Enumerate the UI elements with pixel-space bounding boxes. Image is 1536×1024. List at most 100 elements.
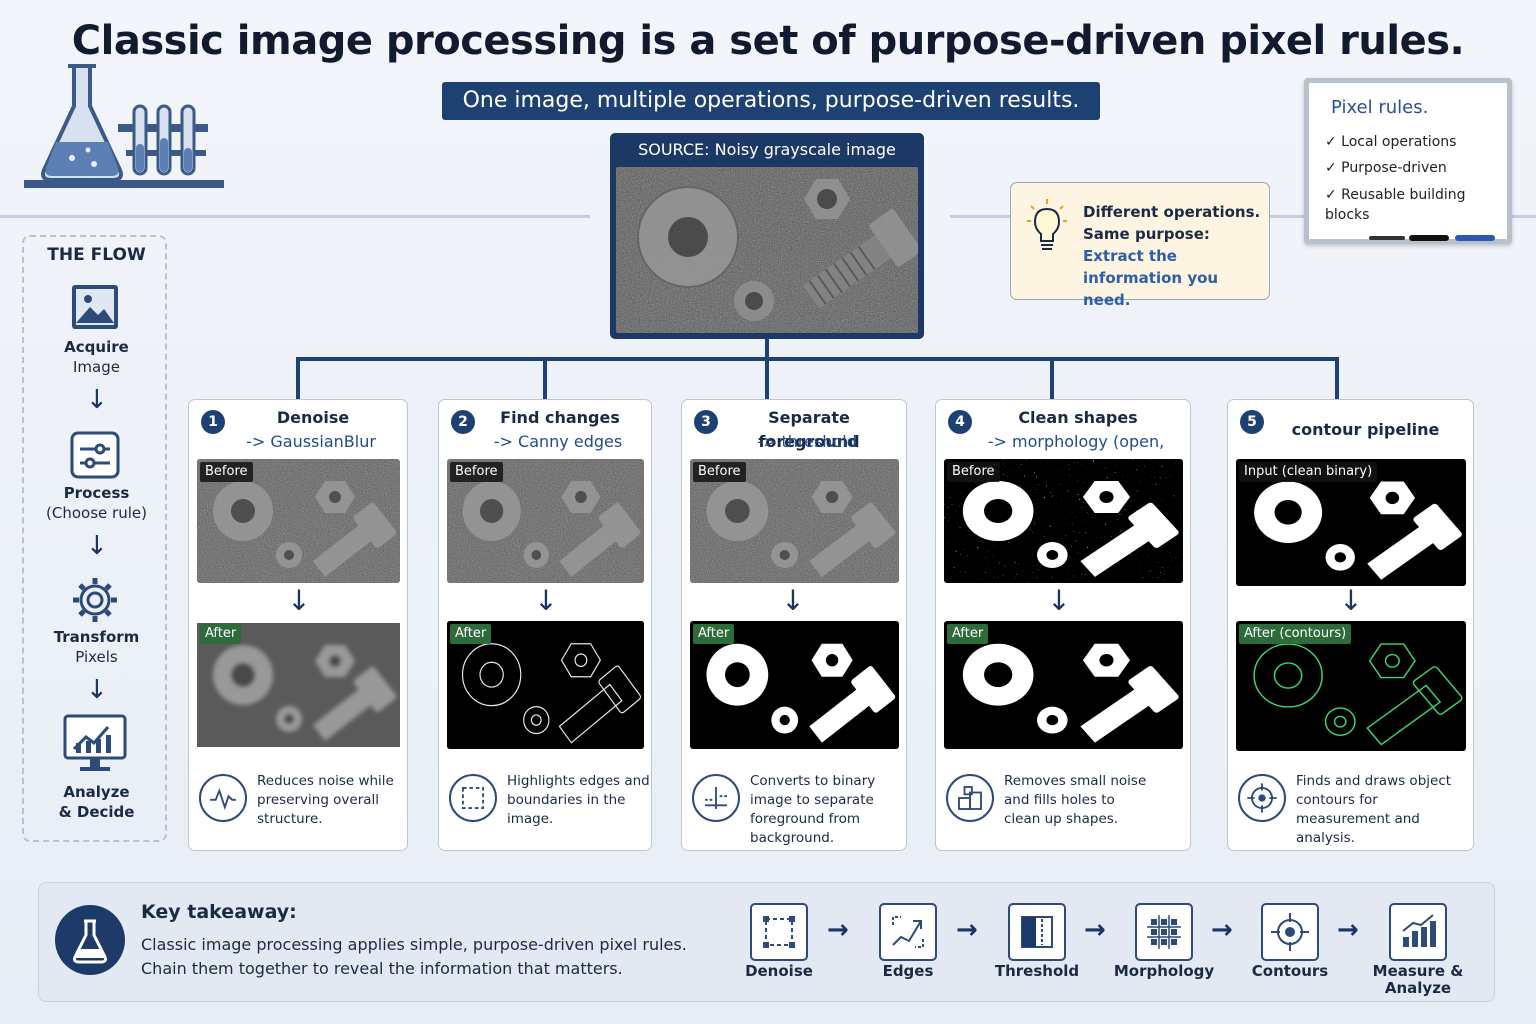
- source-panel: SOURCE: Noisy grayscale image: [610, 133, 924, 339]
- connector: [543, 357, 547, 400]
- bar-chart-icon: [1402, 914, 1436, 947]
- pipeline-label: Denoise: [745, 962, 813, 980]
- connector: [296, 357, 1339, 361]
- sliders-icon: [70, 431, 120, 479]
- source-header: SOURCE: Noisy grayscale image: [638, 140, 896, 159]
- dashed-square-icon: [449, 774, 497, 822]
- pipeline-label: Morphology: [1113, 962, 1215, 980]
- right-arrow-icon: →: [827, 915, 849, 945]
- card-description: Converts to binary image to separate for…: [750, 773, 876, 846]
- down-arrow-icon: ↓: [86, 675, 108, 705]
- pipeline-label: Measure & Analyze: [1372, 962, 1464, 997]
- image-icon: [72, 285, 118, 329]
- right-arrow-icon: →: [956, 915, 978, 945]
- connector: [1335, 357, 1339, 400]
- card-description: Reduces noise while preserving overall s…: [257, 773, 394, 827]
- before-tag: Before: [450, 462, 503, 482]
- card-subtitle: -> Canny edges: [493, 432, 623, 451]
- flow-step-sub: & Decide: [58, 803, 135, 821]
- contours-step-icon: [1261, 903, 1319, 961]
- down-arrow-icon: ↓: [534, 584, 558, 617]
- input-tag: Input (clean binary): [1239, 462, 1378, 482]
- flow-title: THE FLOW: [47, 245, 146, 265]
- operation-card-morphology: 4 Clean shapes -> morphology (open, clos…: [935, 399, 1191, 851]
- flow-step-label: Analyze: [63, 783, 130, 801]
- before-image: Before: [447, 459, 644, 583]
- blocks-icon: [946, 774, 994, 822]
- lab-glassware-icon: [24, 64, 224, 188]
- before-tag: Before: [200, 462, 253, 482]
- step-number-badge: 4: [948, 410, 972, 434]
- down-arrow-icon: ↓: [86, 385, 108, 415]
- down-arrow-icon: ↓: [86, 531, 108, 561]
- denoise-step-icon: [750, 903, 808, 961]
- markers-icon: [1369, 235, 1495, 241]
- after-image: After: [690, 621, 899, 749]
- flow-step-sub: Image: [73, 358, 120, 376]
- connector: [765, 339, 769, 359]
- board-item: ✓ Purpose-driven: [1325, 160, 1447, 176]
- card-description: Removes small noise and fills holes to c…: [1004, 773, 1147, 827]
- connector: [1050, 357, 1054, 400]
- monitor-chart-icon: [63, 714, 127, 771]
- step-number-badge: 2: [451, 410, 475, 434]
- divider: [0, 215, 590, 218]
- card-title: Separate foreground: [758, 408, 860, 451]
- board-item: ✓ Reusable building blocks: [1325, 187, 1466, 223]
- subtitle-banner: One image, multiple operations, purpose-…: [442, 82, 1100, 120]
- after-tag: After: [450, 624, 492, 644]
- step-number-badge: 1: [201, 410, 225, 434]
- card-title: Denoise: [276, 408, 350, 427]
- connector: [296, 357, 300, 400]
- source-image: [616, 167, 918, 333]
- card-title: Find changes: [500, 408, 620, 427]
- flow-step-label: Transform: [53, 628, 140, 646]
- threshold-axes-icon: [692, 774, 740, 822]
- step-number-badge: 5: [1240, 410, 1264, 434]
- pipeline-label: Threshold: [994, 962, 1080, 980]
- key-takeaway-panel: Key takeaway: Classic image processing a…: [38, 882, 1495, 1002]
- gear-icon: [73, 578, 117, 622]
- operation-card-edges: 2 Find changes -> Canny edges Before ↓ A…: [438, 399, 652, 851]
- takeaway-line: Chain them together to reveal the inform…: [141, 959, 623, 978]
- page-title: Classic image processing is a set of pur…: [71, 18, 1465, 64]
- after-image: After: [197, 621, 400, 749]
- crosshair-icon: [1238, 774, 1286, 822]
- flow-step-label: Process: [63, 484, 130, 502]
- card-description: Finds and draws object contours for meas…: [1296, 773, 1452, 846]
- down-arrow-icon: ↓: [1047, 584, 1071, 617]
- operation-card-denoise: 1 Denoise -> GaussianBlur Before ↓ After…: [188, 399, 408, 851]
- edges-icon: [892, 916, 924, 948]
- operation-card-threshold: 3 Separate foreground -> threshold Befor…: [681, 399, 907, 851]
- pipeline-label: Edges: [882, 962, 934, 980]
- grid-icon: [1147, 915, 1181, 949]
- input-image: Input (clean binary): [1236, 459, 1466, 586]
- connector: [765, 357, 769, 400]
- step-number-badge: 3: [694, 410, 718, 434]
- after-tag: After: [200, 624, 242, 644]
- takeaway-heading: Key takeaway:: [141, 901, 297, 923]
- after-tag: After: [947, 624, 989, 644]
- down-arrow-icon: ↓: [1339, 584, 1363, 617]
- board-item: ✓ Local operations: [1325, 134, 1457, 150]
- before-image: Before: [944, 459, 1183, 583]
- tip-line-3: Extract the information you need.: [1083, 247, 1219, 309]
- threshold-icon: [1021, 916, 1053, 948]
- flow-step-sub: (Choose rule): [46, 504, 147, 522]
- card-subtitle: -> GaussianBlur: [246, 432, 376, 451]
- tip-line-2: Same purpose:: [1083, 225, 1210, 243]
- edges-step-icon: [879, 903, 937, 961]
- before-image: Before: [690, 459, 899, 583]
- after-image: After: [447, 621, 644, 749]
- operation-card-contours: 5 contour pipeline Input (clean binary) …: [1227, 399, 1474, 851]
- down-arrow-icon: ↓: [287, 584, 311, 617]
- card-subtitle: -> threshold: [757, 432, 857, 451]
- pipeline-label: Contours: [1251, 962, 1329, 980]
- morphology-step-icon: [1135, 903, 1193, 961]
- dashed-square-icon: [763, 916, 795, 948]
- right-arrow-icon: →: [1211, 915, 1233, 945]
- measure-step-icon: [1389, 903, 1447, 961]
- tip-line-1: Different operations.: [1083, 203, 1261, 221]
- card-title: contour pipeline: [1291, 420, 1440, 439]
